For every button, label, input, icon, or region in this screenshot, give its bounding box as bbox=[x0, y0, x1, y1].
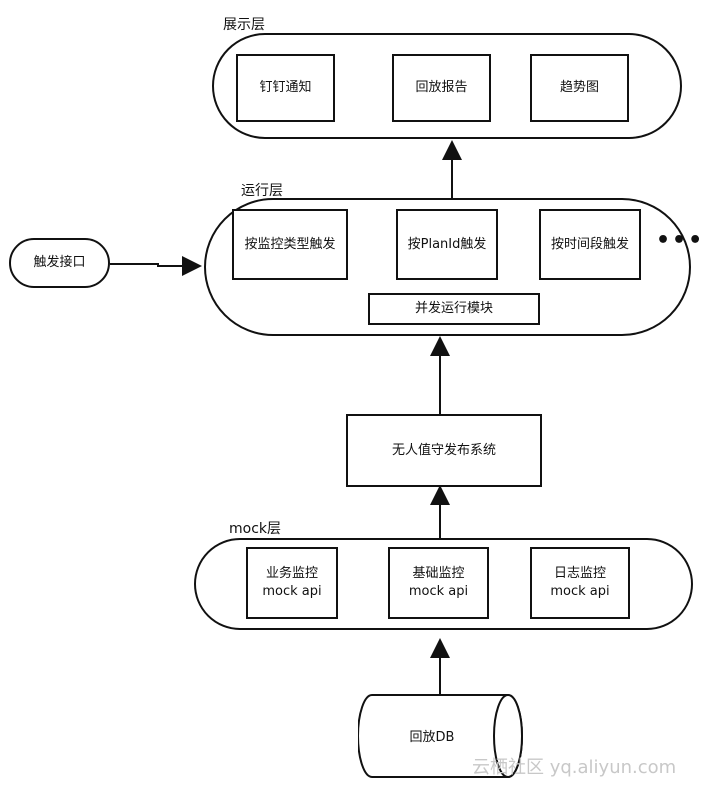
more-ellipsis-icon: ••• bbox=[656, 228, 705, 253]
log-monitor-label: 日志监控 bbox=[553, 566, 606, 581]
log-monitor-api-label: mock api bbox=[550, 584, 610, 599]
trigger-by-planid-box: 按PlanId触发 bbox=[396, 209, 498, 280]
arrow-trigger-to-run bbox=[110, 256, 202, 276]
mock-layer-label: mock层 bbox=[229, 521, 282, 537]
dingtalk-notification-box: 钉钉通知 bbox=[236, 54, 335, 122]
trigger-interface-label: 触发接口 bbox=[33, 255, 86, 270]
database-cylinder-icon bbox=[358, 694, 523, 778]
trend-chart-label: 趋势图 bbox=[559, 80, 599, 95]
base-monitor-label: 基础监控 bbox=[412, 566, 465, 581]
trigger-by-monitor-type-box: 按监控类型触发 bbox=[232, 209, 348, 280]
trigger-interface-node: 触发接口 bbox=[9, 238, 110, 288]
base-monitor-api-label: mock api bbox=[408, 584, 469, 599]
presentation-layer-label: 展示层 bbox=[223, 17, 265, 33]
trigger-by-time-range-label: 按时间段触发 bbox=[550, 236, 629, 252]
trigger-by-planid-label: 按PlanId触发 bbox=[407, 236, 487, 252]
playback-report-box: 回放报告 bbox=[392, 54, 491, 122]
trend-chart-box: 趋势图 bbox=[530, 54, 629, 122]
concurrency-module-label: 并发运行模块 bbox=[414, 301, 493, 316]
playback-report-label: 回放报告 bbox=[415, 80, 468, 95]
unattended-release-system-box: 无人值守发布系统 bbox=[346, 414, 542, 487]
log-monitor-box: 日志监控 mock api bbox=[530, 547, 630, 619]
base-monitor-box: 基础监控 mock api bbox=[388, 547, 489, 619]
business-monitor-api-label: mock api bbox=[262, 584, 322, 599]
business-monitor-label: 业务监控 bbox=[265, 566, 318, 581]
watermark-text: 云栖社区 yq.aliyun.com bbox=[472, 757, 677, 778]
trigger-by-monitor-type-label: 按监控类型触发 bbox=[244, 236, 336, 252]
trigger-by-time-range-box: 按时间段触发 bbox=[539, 209, 641, 280]
business-monitor-box: 业务监控 mock api bbox=[246, 547, 338, 619]
unattended-release-system-label: 无人值守发布系统 bbox=[391, 442, 496, 458]
concurrency-module-box: 并发运行模块 bbox=[368, 293, 540, 325]
run-layer-label: 运行层 bbox=[241, 183, 283, 199]
database-label: 回放DB bbox=[409, 730, 455, 745]
dingtalk-notification-label: 钉钉通知 bbox=[259, 80, 312, 95]
